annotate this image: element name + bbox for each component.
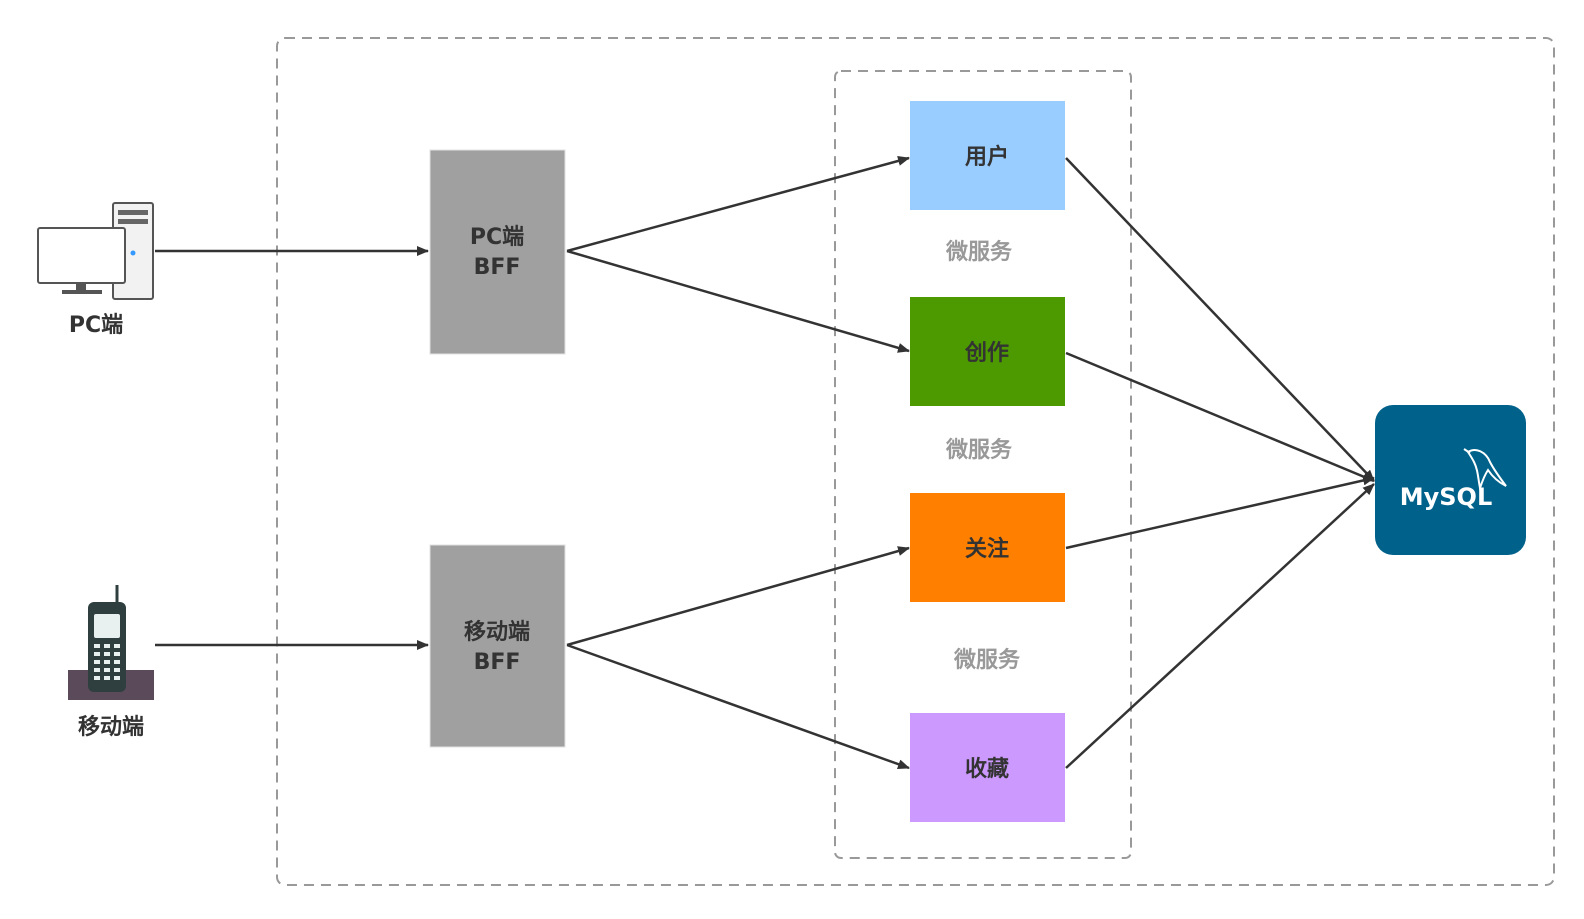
arrow-mobile-bff-to-follow: [566, 546, 910, 647]
pc-client-icon: [37, 202, 154, 300]
mobile-client-label: 移动端: [78, 714, 144, 740]
arrow-collect-to-mysql: [1065, 483, 1375, 769]
pc-bff-label-line2: BFF: [474, 255, 521, 280]
collect-service-box[interactable]: [910, 713, 1065, 822]
collect-service-label: 收藏: [965, 756, 1009, 782]
pc-bff-label-line1: PC端: [470, 225, 524, 250]
arrow-mobile-bff-to-collect: [566, 643, 910, 770]
pc-bff-box[interactable]: [429, 149, 566, 355]
mobile-bff-label-line1: 移动端: [464, 619, 530, 645]
create-service-box[interactable]: [910, 297, 1065, 406]
create-service-label: 创作: [964, 341, 1009, 366]
follow-service-label: 关注: [965, 536, 1009, 562]
arrow-pc-bff-to-create: [566, 249, 910, 353]
follow-service-box[interactable]: [910, 493, 1065, 602]
microservice-boundary: [834, 70, 1132, 859]
arrow-create-to-mysql: [1065, 351, 1375, 483]
microservice-label-3: 微服务: [953, 647, 1021, 673]
microservice-label-1: 微服务: [945, 239, 1013, 265]
arrow-user-to-mysql: [1065, 157, 1375, 482]
arrow-pc-bff-to-user: [566, 156, 910, 253]
pc-client-label: PC端: [69, 313, 123, 338]
arrow-follow-to-mysql: [1065, 475, 1375, 550]
user-service-label: 用户: [965, 144, 1009, 170]
connection-arrows: [155, 156, 1375, 770]
mobile-client-icon: [68, 585, 154, 700]
outer-system-boundary: [276, 37, 1555, 886]
user-service-box[interactable]: [910, 101, 1065, 210]
mysql-database-icon[interactable]: [1375, 405, 1526, 555]
mysql-label: MySQL: [1400, 483, 1493, 511]
microservice-label-2: 微服务: [945, 437, 1013, 463]
mobile-bff-label-line2: BFF: [474, 650, 521, 675]
mobile-bff-box[interactable]: [429, 544, 566, 748]
